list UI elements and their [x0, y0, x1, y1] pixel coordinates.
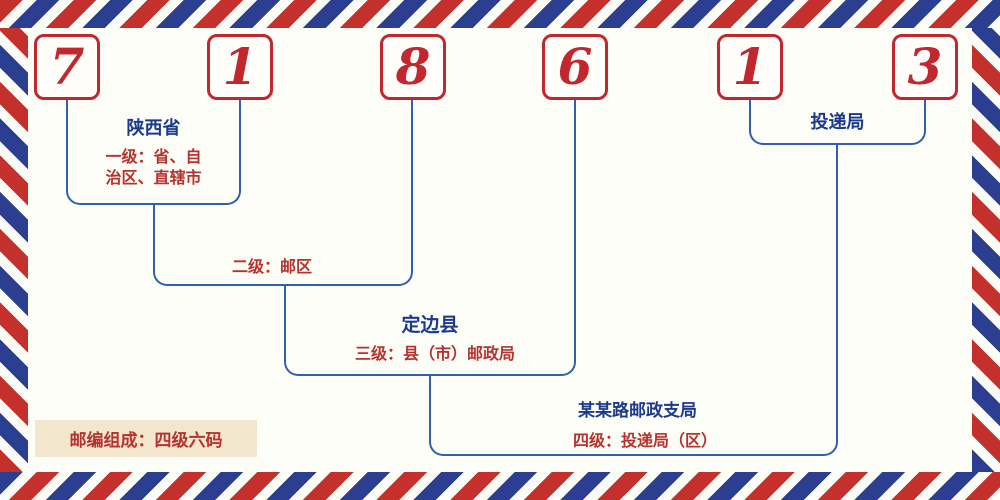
digit-5: 1 [732, 37, 768, 96]
digit-box-1: 7 [34, 34, 100, 100]
level4-branch-name: 某某路邮政支局 [578, 401, 697, 421]
delivery-office-name: 投递局 [810, 112, 865, 133]
level1-desc-line2: 治区、直辖市 [105, 168, 202, 187]
level3-county-name: 定边县 [401, 314, 459, 336]
digit-box-5: 1 [717, 34, 783, 100]
digit-3: 8 [395, 37, 431, 96]
digit-1: 7 [49, 37, 85, 96]
digit-box-4: 6 [542, 34, 608, 100]
level1-province-name: 陕西省 [126, 118, 181, 139]
level4-riser-line [836, 143, 838, 376]
level1-bracket: 陕西省 一级：省、自 治区、直辖市 [66, 100, 241, 205]
level1-desc-line1: 一级：省、自 [105, 147, 202, 166]
level4-desc: 四级：投递局（区） [572, 431, 717, 450]
airmail-border-left [0, 28, 28, 472]
digit-6: 3 [907, 37, 943, 96]
level3-riser-line [574, 100, 576, 286]
level2-riser-line [411, 100, 413, 207]
digit-box-2: 1 [207, 34, 273, 100]
airmail-border-top [0, 0, 1000, 28]
digit-box-3: 8 [380, 34, 446, 100]
airmail-border-bottom [0, 472, 1000, 500]
digit-box-6: 3 [892, 34, 958, 100]
airmail-border-right [972, 28, 1000, 472]
level2-desc: 二级：邮区 [231, 257, 312, 276]
composition-text: 邮编组成：四级六码 [69, 431, 223, 451]
level4-connector [429, 374, 838, 456]
digit-4: 6 [557, 37, 593, 96]
level1-label-group: 陕西省 一级：省、自 治区、直辖市 [68, 100, 239, 188]
delivery-office-bracket: 投递局 [749, 100, 926, 145]
level3-desc: 三级：县（市）邮政局 [354, 344, 515, 363]
level2-connector [153, 205, 413, 286]
delivery-office-label-group: 投递局 [751, 100, 924, 134]
digit-2: 1 [222, 37, 258, 96]
composition-badge: 邮编组成：四级六码 [35, 420, 257, 457]
